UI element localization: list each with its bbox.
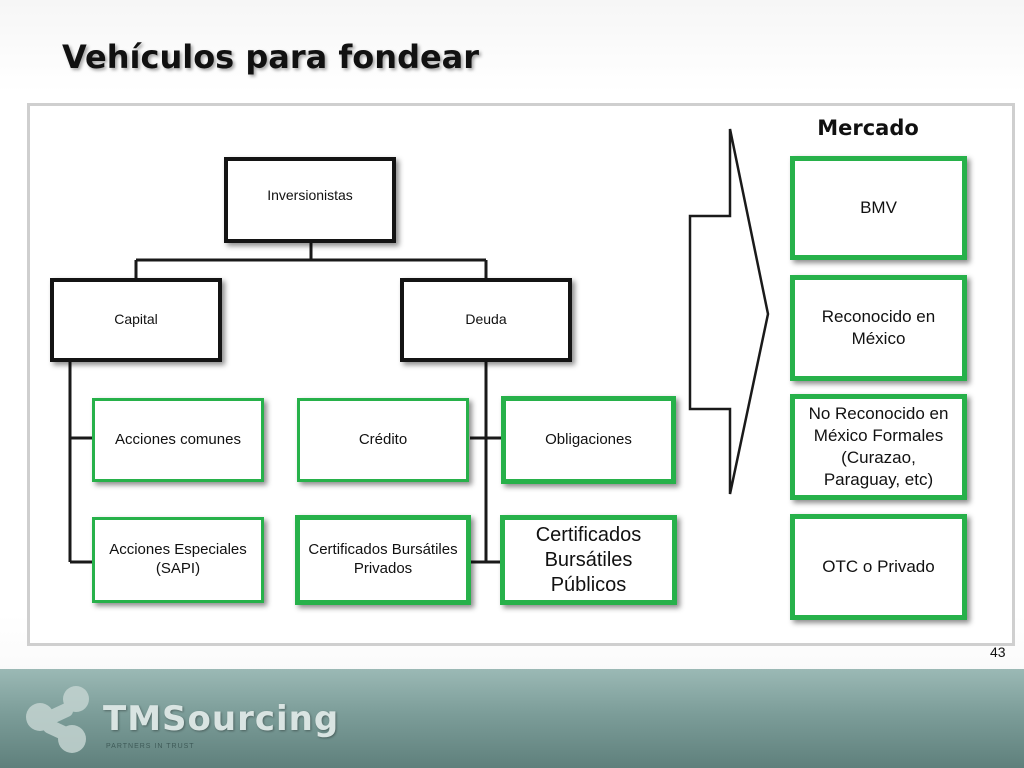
footer-band: TMSourcing PARTNERS IN TRUST — [0, 669, 1024, 768]
node-deuda-label: Deuda — [465, 311, 507, 328]
node-credito-label: Crédito — [358, 430, 408, 448]
node-inversionistas-label: Inversionistas — [267, 187, 353, 203]
market-item-reconocido-label: Reconocido en México — [821, 306, 936, 348]
market-item-reconocido: Reconocido en México — [790, 275, 967, 381]
node-obligaciones-label: Obligaciones — [545, 430, 632, 448]
node-acciones-comunes-label: Acciones comunes — [115, 430, 241, 448]
node-capital-label: Capital — [114, 311, 158, 328]
node-certificados-privados: Certificados Bursátiles Privados — [295, 515, 471, 605]
node-acciones-especiales-label: Acciones Especiales (SAPI) — [109, 541, 247, 577]
slide-title: Vehículos para fondear — [62, 38, 480, 76]
market-item-bmv: BMV — [790, 156, 967, 260]
node-obligaciones: Obligaciones — [501, 396, 676, 484]
brand-tagline: PARTNERS IN TRUST — [106, 743, 195, 750]
brand-logo-text: TMSourcing — [103, 699, 340, 739]
node-deuda: Deuda — [400, 278, 572, 362]
node-acciones-comunes: Acciones comunes — [92, 398, 264, 482]
market-item-no-reconocido-label: No Reconocido en México Formales (Curaza… — [808, 403, 949, 490]
page-number: 43 — [990, 644, 1006, 660]
node-acciones-especiales: Acciones Especiales (SAPI) — [92, 517, 264, 603]
market-item-otc-label: OTC o Privado — [822, 556, 935, 576]
chevron-arrow-right-icon — [688, 128, 770, 495]
market-item-bmv-label: BMV — [860, 197, 897, 217]
node-credito: Crédito — [297, 398, 469, 482]
brand-logo-icon — [26, 686, 89, 753]
node-inversionistas: Inversionistas — [224, 157, 396, 243]
node-certificados-privados-label: Certificados Bursátiles Privados — [308, 541, 458, 577]
node-capital: Capital — [50, 278, 222, 362]
market-item-otc: OTC o Privado — [790, 514, 967, 620]
market-item-no-reconocido: No Reconocido en México Formales (Curaza… — [790, 394, 967, 500]
market-heading: Mercado — [817, 116, 919, 140]
node-certificados-publicos-label: Certificados Bursátiles Públicos — [535, 523, 642, 596]
node-certificados-publicos: Certificados Bursátiles Públicos — [500, 515, 677, 605]
